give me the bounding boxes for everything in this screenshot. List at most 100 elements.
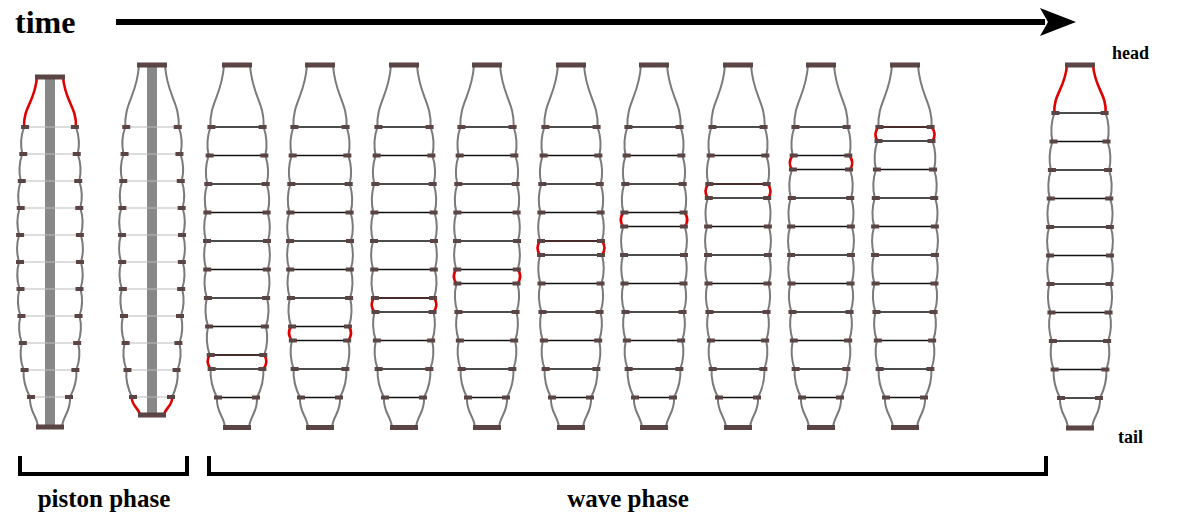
segment-wall xyxy=(872,255,874,284)
segment-boundary xyxy=(623,226,685,227)
segment-boundary xyxy=(459,155,516,156)
segment-boundary xyxy=(790,254,852,255)
contracted-segment xyxy=(878,126,931,127)
muscle-tick xyxy=(927,125,935,129)
muscle-tick xyxy=(679,310,687,314)
phase-label: wave phase xyxy=(567,486,689,511)
segment-wall xyxy=(584,65,598,127)
muscle-tick xyxy=(176,314,184,318)
muscle-tick xyxy=(453,282,461,286)
segment-wall xyxy=(455,284,458,313)
segment-boundary xyxy=(707,283,768,284)
muscle-tick xyxy=(19,341,27,345)
segment-wall xyxy=(621,227,623,256)
muscle-tick xyxy=(676,125,684,129)
muscle-tick xyxy=(1101,368,1109,372)
muscle-tick xyxy=(787,282,795,286)
muscle-tick xyxy=(760,125,768,129)
muscle-tick xyxy=(788,310,796,314)
segment-wall xyxy=(602,255,604,284)
segment-wall xyxy=(833,398,841,428)
segment-boundary xyxy=(121,208,182,209)
segment-boundary xyxy=(1054,112,1105,113)
segment-wall xyxy=(788,255,790,284)
segment-wall xyxy=(834,65,848,127)
muscle-tick xyxy=(931,253,939,257)
segment-wall xyxy=(30,397,38,427)
segment-wall xyxy=(289,327,292,341)
segment-wall xyxy=(207,127,210,156)
muscle-tick xyxy=(207,125,215,129)
segment-wall xyxy=(591,369,597,398)
segment-boundary xyxy=(290,297,350,298)
muscle-tick xyxy=(286,239,294,243)
segment-wall xyxy=(1054,65,1067,113)
segment-wall xyxy=(435,213,437,242)
segment-wall xyxy=(120,262,122,289)
muscle-tick xyxy=(118,206,126,210)
segment-wall xyxy=(182,262,184,289)
segment-wall xyxy=(542,341,545,370)
segment-wall xyxy=(515,156,518,185)
muscle-tick xyxy=(1106,254,1114,258)
segment-wall xyxy=(457,127,460,156)
muscle-tick xyxy=(173,368,181,372)
segment-wall xyxy=(538,255,540,284)
segment-wall xyxy=(768,184,771,198)
muscle-tick xyxy=(178,233,186,237)
phase-label: piston phase xyxy=(38,486,171,511)
muscle-tick xyxy=(174,341,182,345)
segment-wall xyxy=(372,298,375,312)
segment-boundary xyxy=(457,311,516,312)
muscle-tick xyxy=(262,182,270,186)
tail-cap xyxy=(891,425,919,430)
segment-boundary xyxy=(540,212,601,213)
segment-wall xyxy=(602,213,604,242)
muscle-tick xyxy=(178,260,186,264)
segment-boundary xyxy=(543,155,600,156)
segment-boundary xyxy=(624,311,683,312)
muscle-tick xyxy=(669,396,677,400)
segment-wall xyxy=(210,65,224,127)
muscle-tick xyxy=(621,310,629,314)
muscle-tick xyxy=(21,125,29,129)
head-cap xyxy=(389,63,419,68)
muscle-tick xyxy=(205,325,213,329)
head-cap xyxy=(556,63,586,68)
segment-boundary xyxy=(373,212,434,213)
muscle-tick xyxy=(715,396,723,400)
muscle-tick xyxy=(789,168,797,172)
muscle-tick xyxy=(680,211,688,215)
segment-wall xyxy=(123,343,126,370)
segment-wall xyxy=(378,369,384,398)
muscle-tick xyxy=(297,396,305,400)
muscle-tick xyxy=(341,367,349,371)
segment-wall xyxy=(750,398,758,428)
segment-wall xyxy=(384,398,392,428)
muscle-tick xyxy=(675,367,683,371)
segment-wall xyxy=(1100,370,1106,399)
muscle-tick xyxy=(287,296,295,300)
segment-wall xyxy=(766,312,769,341)
muscle-tick xyxy=(510,339,518,343)
segment-boundary xyxy=(208,326,266,327)
segment-boundary xyxy=(793,340,849,341)
segment-wall xyxy=(788,227,790,256)
segment-wall xyxy=(874,312,877,341)
segment-wall xyxy=(268,241,270,270)
muscle-tick xyxy=(429,182,437,186)
segment-boundary xyxy=(290,183,349,184)
muscle-tick xyxy=(289,339,297,343)
segment-wall xyxy=(674,369,680,398)
muscle-tick xyxy=(874,139,882,143)
segment-boundary xyxy=(1051,169,1109,170)
segment-wall xyxy=(934,170,937,199)
muscle-tick xyxy=(430,239,438,243)
segment-wall xyxy=(539,284,542,313)
muscle-tick xyxy=(17,314,25,318)
segment-boundary xyxy=(634,397,674,398)
segment-wall xyxy=(119,235,121,262)
muscle-tick xyxy=(512,182,520,186)
muscle-tick xyxy=(882,396,890,400)
segment-boundary xyxy=(795,368,848,369)
